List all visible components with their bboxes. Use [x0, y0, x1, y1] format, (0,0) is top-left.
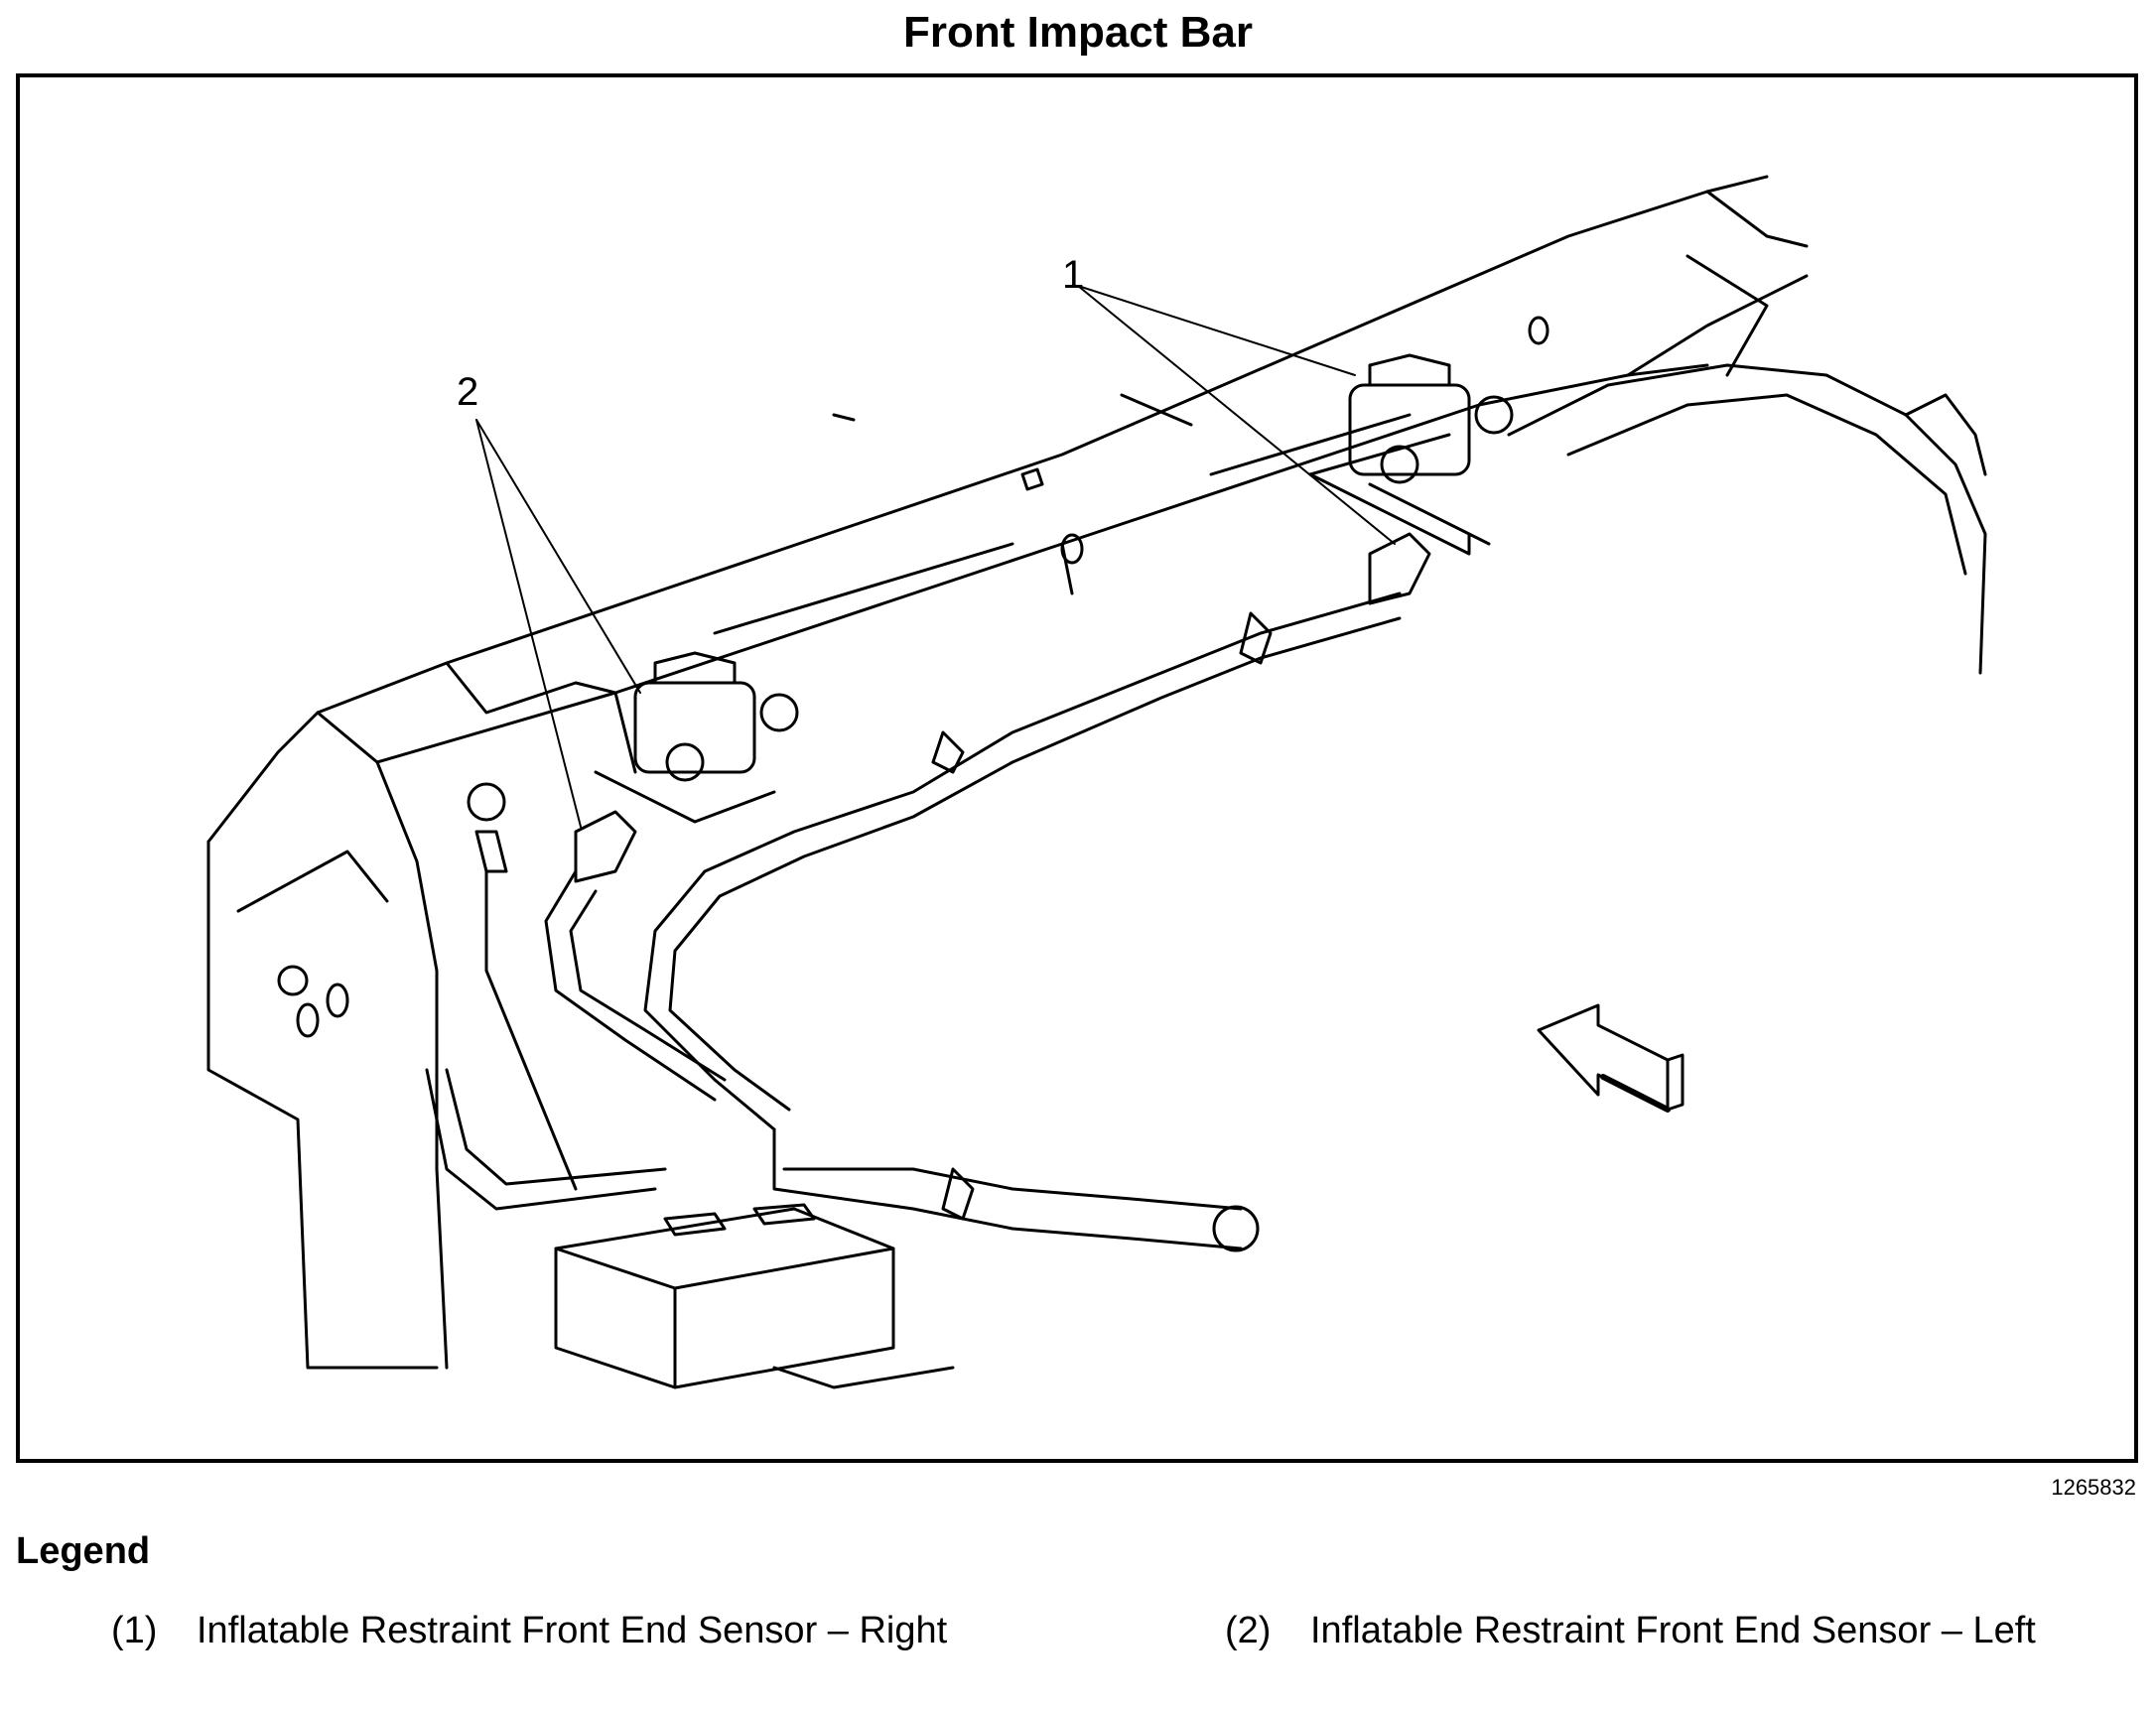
- impact-bar-illustration: 1 2: [206, 175, 1987, 1389]
- impact-bar-beam: [316, 175, 1809, 774]
- illustration-frame: 1 2: [16, 73, 2138, 1463]
- left-frame-structure: [206, 711, 508, 1370]
- callout-1: 1: [1062, 253, 1084, 297]
- callout-2: 2: [457, 370, 478, 414]
- harness-clips: [832, 393, 1273, 1221]
- legend-item-text: Inflatable Restraint Front End Sensor – …: [1310, 1610, 2036, 1651]
- legend-item-number: (1): [111, 1610, 158, 1651]
- leader-lines: [475, 285, 1396, 828]
- diagram-title: Front Impact Bar: [902, 8, 1254, 57]
- right-front-end-sensor: [1308, 353, 1514, 556]
- legend-heading: Legend: [16, 1530, 151, 1572]
- figure-id: 1265832: [2051, 1475, 2136, 1500]
- right-frame-rail: [1507, 363, 1987, 675]
- right-sensor-connector: [1368, 532, 1431, 605]
- left-sensor-connector: [574, 810, 637, 883]
- forward-direction-arrow: [1537, 1003, 1684, 1113]
- sensing-diagnostic-module: [554, 1203, 955, 1389]
- left-front-end-sensor: [594, 651, 799, 824]
- legend-item-number: (2): [1225, 1610, 1272, 1651]
- legend-item-text: Inflatable Restraint Front End Sensor – …: [197, 1610, 948, 1651]
- wiring-harness: [425, 592, 1402, 1252]
